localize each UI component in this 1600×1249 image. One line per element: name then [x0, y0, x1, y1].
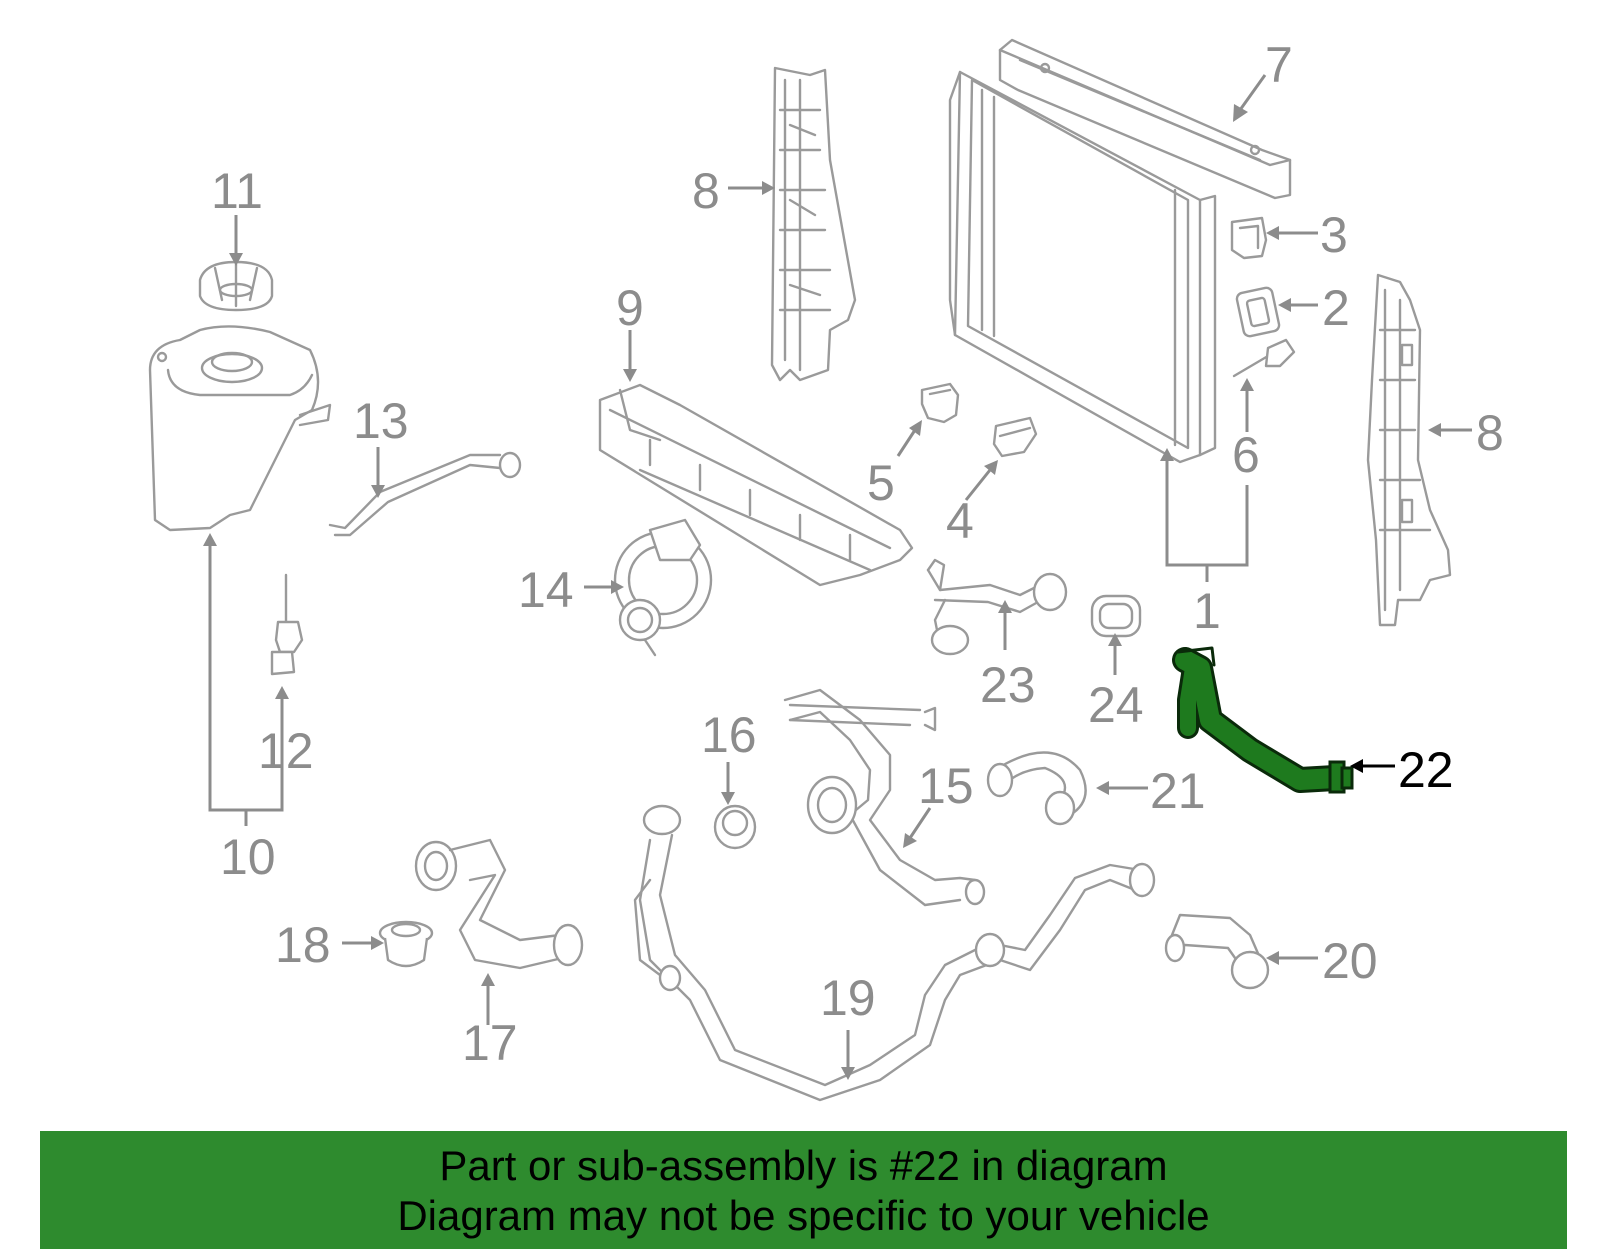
part-15-hose[interactable] [783, 688, 986, 907]
callout-2: 2 [1322, 280, 1350, 336]
callout-20: 20 [1322, 933, 1378, 989]
part-14-water-pump[interactable] [613, 518, 713, 657]
part-13-vent-hose[interactable] [328, 451, 522, 537]
part-24-seal[interactable] [1090, 594, 1142, 638]
part-18-cap[interactable] [378, 920, 434, 968]
callout-16: 16 [701, 707, 757, 763]
callout-23: 23 [980, 657, 1036, 713]
callout-7: 7 [1265, 37, 1293, 93]
part-4-bracket[interactable] [992, 416, 1038, 458]
callout-14: 14 [518, 562, 574, 618]
callout-labels: 7 8 11 3 2 9 13 8 6 5 4 14 1 23 24 16 12… [211, 37, 1504, 1071]
callout-8-right: 8 [1476, 405, 1504, 461]
callout-4: 4 [946, 493, 974, 549]
part-11-cap[interactable] [198, 260, 274, 312]
part-9-lower-carrier[interactable] [598, 383, 914, 587]
part-20-hose[interactable] [1164, 913, 1270, 990]
callout-9: 9 [616, 280, 644, 336]
callout-6: 6 [1232, 427, 1260, 483]
part-8-air-guide-left[interactable] [770, 66, 857, 382]
part-8-air-guide-right[interactable] [1366, 273, 1452, 627]
part-2-gasket[interactable] [1235, 286, 1281, 338]
part-23-hose[interactable] [926, 558, 1068, 656]
callout-3: 3 [1320, 207, 1348, 263]
part-17-hose[interactable] [414, 838, 584, 970]
callout-1: 1 [1193, 583, 1221, 639]
part-12-level-sensor[interactable] [270, 573, 304, 676]
callout-5: 5 [867, 455, 895, 511]
part-19-hose[interactable] [633, 804, 1156, 1102]
part-3-clip[interactable] [1230, 216, 1268, 260]
leader-lines [203, 74, 1472, 1080]
part-16-plug[interactable] [713, 804, 757, 850]
part-6-drain-plug[interactable] [1232, 338, 1296, 378]
callout-24: 24 [1088, 677, 1144, 733]
callout-8-left: 8 [692, 163, 720, 219]
part-7-radiator-support-bar[interactable] [998, 38, 1292, 200]
info-banner: Part or sub-assembly is #22 in diagram D… [40, 1131, 1567, 1249]
radiator[interactable] [948, 70, 1217, 464]
part-22-hose-highlighted[interactable] [1172, 646, 1354, 794]
callout-11: 11 [211, 163, 263, 219]
callout-10: 10 [220, 829, 276, 885]
callout-18: 18 [275, 917, 331, 973]
callout-12: 12 [258, 723, 314, 779]
expansion-tank[interactable] [148, 325, 332, 532]
banner-line-1: Part or sub-assembly is #22 in diagram [439, 1142, 1168, 1189]
part-5-sensor[interactable] [920, 382, 960, 424]
banner-line-2: Diagram may not be specific to your vehi… [397, 1192, 1210, 1239]
callout-22: 22 [1398, 742, 1454, 798]
part-21-hose[interactable] [986, 751, 1087, 826]
callout-21: 21 [1150, 763, 1206, 819]
callout-13: 13 [353, 393, 409, 449]
callout-15: 15 [918, 758, 974, 814]
callout-17: 17 [462, 1015, 518, 1071]
callout-19: 19 [820, 970, 876, 1026]
